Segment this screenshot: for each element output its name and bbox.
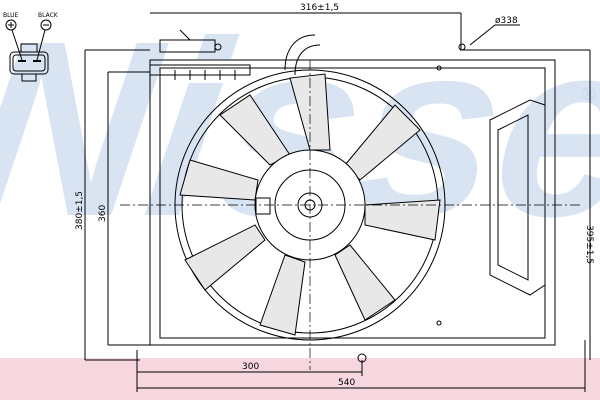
dim-left-inner: 360	[98, 205, 108, 222]
shroud-frame	[85, 29, 590, 361]
dim-top-width: 316±1,5	[300, 3, 339, 13]
dim-left-outer: 380±1,5	[75, 191, 85, 230]
connector-icon: BLUE BLACK	[3, 12, 59, 82]
dimensions: 316±1,5 ø338 380±1,5 360 395±1,5 300 540	[75, 3, 594, 392]
registered-mark: ®	[580, 84, 598, 105]
black-label: BLACK	[38, 12, 59, 19]
dim-bottom-outer: 540	[338, 378, 355, 388]
dim-bottom-inner: 300	[242, 362, 259, 372]
watermark-band	[0, 358, 600, 400]
blue-label: BLUE	[3, 12, 19, 19]
dim-fan-diameter: ø338	[495, 16, 518, 26]
dim-right-height: 395±1,5	[584, 225, 594, 264]
